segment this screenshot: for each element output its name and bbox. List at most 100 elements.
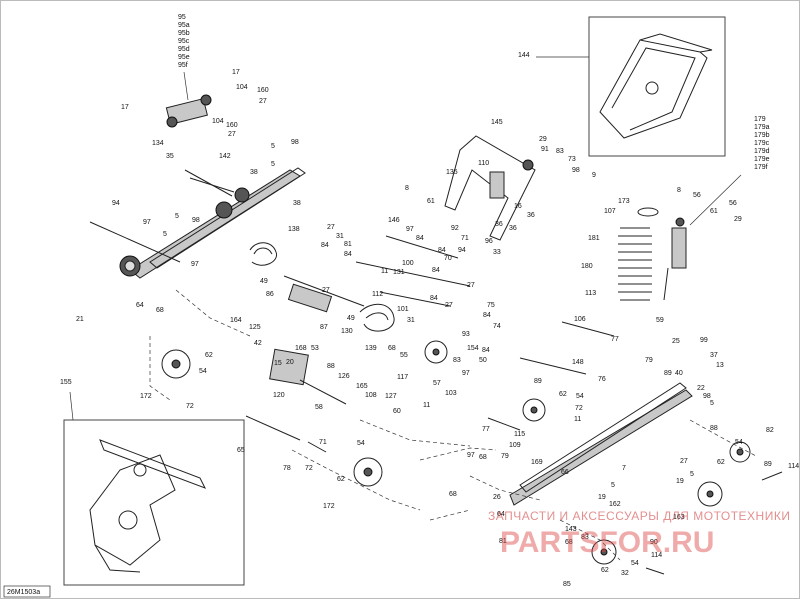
callout-label: 83 [453,357,461,364]
callout-label: 160 [257,87,269,94]
callout-label: 79 [645,357,653,364]
callout-label: 179f [754,164,768,171]
callout-label: 26 [493,494,501,501]
callout-label: 95e [178,54,190,61]
callout-label: 98 [192,217,200,224]
callout-label: 73 [568,156,576,163]
callout-label: 97 [143,219,151,226]
callout-label: 64 [136,302,144,309]
callout-label: 98 [703,393,711,400]
callout-label: 61 [710,208,718,215]
callout-label: 29 [734,216,742,223]
callout-label: 164 [230,317,242,324]
callout-label: 57 [433,380,441,387]
callout-label: 68 [565,539,573,546]
shock-absorber-front [165,71,212,128]
reference-code: 26M1503a [7,589,40,596]
callout-label: 68 [449,491,457,498]
callout-label: 179b [754,132,770,139]
callout-label: 62 [601,567,609,574]
callout-label: 25 [672,338,680,345]
callout-label: 54 [576,393,584,400]
callout-label: 5 [175,213,179,220]
callout-label: 86 [266,291,274,298]
callout-label: 131 [393,269,405,276]
callout-label: 71 [461,235,469,242]
callout-label: 179e [754,156,770,163]
callout-label: 54 [357,440,365,447]
callout-label: 165 [356,383,368,390]
callout-label: 33 [493,249,501,256]
callout-label: 120 [273,392,285,399]
callout-label: 95f [178,62,188,69]
callout-label: 93 [462,331,470,338]
callout-label: 125 [249,324,261,331]
callout-label: 113 [585,290,596,297]
callout-label: 112 [372,291,383,298]
callout-label: 143 [565,526,577,533]
callout-label: 15 [274,360,282,367]
callout-label: 83 [581,534,589,541]
callout-label: 117 [397,374,408,381]
callout-label: 49 [260,278,268,285]
callout-label: 89 [764,461,772,468]
watermark-tagline: ЗАПЧАСТИ И АКСЕССУАРЫ ДЛЯ МОТОТЕХНИКИ [488,509,790,523]
callout-label: 54 [735,439,743,446]
callout-label: 135 [446,169,458,176]
callout-label: 36 [527,212,535,219]
callout-label: 79 [501,453,509,460]
callout-label: 27 [680,458,688,465]
callout-label: 104 [236,84,248,91]
axle-shafts [189,177,783,575]
callout-label: 95c [178,38,190,45]
callout-label: 126 [338,373,350,380]
callout-label: 181 [588,235,600,242]
callout-label: 155 [60,379,72,386]
callout-label: 75 [487,302,495,309]
callout-label: 22 [697,385,705,392]
callout-label: 74 [493,323,501,330]
callout-label: 130 [341,328,353,335]
right-rail-assembly [487,321,693,506]
callout-label: 36 [509,225,517,232]
callout-label: 169 [531,459,543,466]
callout-label: 13 [716,362,724,369]
callout-label: 27 [327,224,335,231]
callout-label: 55 [400,352,408,359]
callout-label: 54 [199,368,207,375]
callout-label: 98 [291,139,299,146]
callout-label: 97 [406,226,414,233]
callout-label: 77 [611,336,619,343]
callout-label: 95b [178,30,190,37]
callout-label: 148 [572,359,584,366]
callout-label: 114 [651,552,662,559]
callout-label: 95 [178,14,186,21]
callout-label: 66 [561,469,569,476]
callout-label: 65 [237,447,245,454]
callout-label: 81 [499,538,507,545]
callout-label: 154 [467,345,479,352]
callout-label: 87 [320,324,328,331]
callout-label: 72 [186,403,194,410]
callout-label: 16 [514,203,522,210]
callout-label: 9 [592,172,596,179]
callout-label: 5 [271,143,275,150]
callout-label: 139 [365,345,377,352]
callout-label: 72 [305,465,313,472]
callout-label: 60 [393,408,401,415]
callout-label: 17 [232,69,240,76]
callout-label: 78 [283,465,291,472]
callout-label: 62 [717,459,725,466]
callout-label: 32 [621,570,629,577]
callout-label: 50 [479,357,487,364]
watermark: ЗАПЧАСТИ И АКСЕССУАРЫ ДЛЯ МОТОТЕХНИКИ PA… [488,509,790,559]
callout-label: 138 [288,226,300,233]
reference-box [3,585,51,598]
callout-label: 179c [754,140,770,147]
callout-label: 96 [485,238,493,245]
callout-label: 173 [618,198,630,205]
callout-label: 7 [622,465,626,472]
callout-label: 68 [156,307,164,314]
